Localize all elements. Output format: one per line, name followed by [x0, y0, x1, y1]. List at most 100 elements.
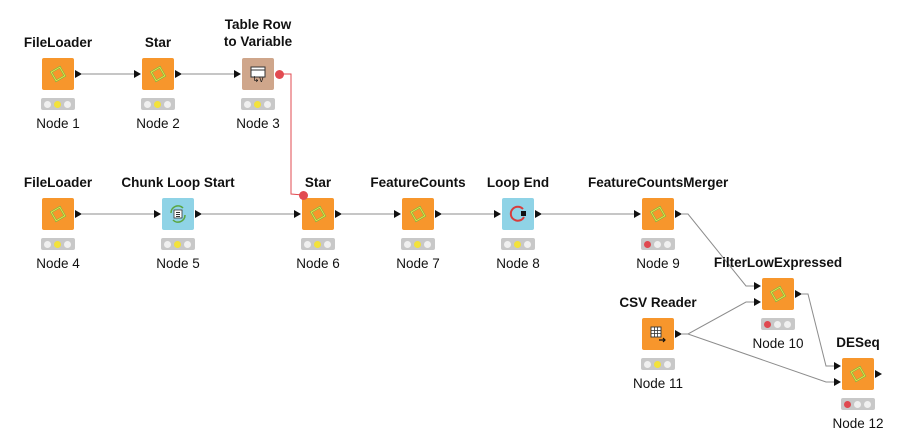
status-yellow-light	[314, 241, 321, 248]
status-yellow-light	[174, 241, 181, 248]
node-label: Node 3	[236, 116, 280, 131]
node-body[interactable]	[642, 198, 674, 230]
output-port[interactable]	[535, 209, 542, 218]
node-body[interactable]	[42, 198, 74, 230]
node-body[interactable]	[762, 278, 794, 310]
node-label: Node 2	[136, 116, 180, 131]
flow-variable-port[interactable]	[298, 190, 308, 200]
node-body[interactable]	[42, 58, 74, 90]
node-title: CSV Reader	[619, 295, 697, 310]
status-traffic-light	[641, 238, 675, 250]
input-port[interactable]	[154, 209, 161, 218]
status-green-light	[864, 401, 871, 408]
output-port[interactable]	[675, 329, 682, 338]
status-green-light	[664, 241, 671, 248]
node-label: Node 5	[156, 256, 200, 271]
status-yellow-light	[414, 241, 421, 248]
node-body[interactable]	[642, 318, 674, 350]
input-port[interactable]	[634, 209, 641, 218]
input-port[interactable]	[834, 377, 841, 386]
status-green-light	[184, 241, 191, 248]
svg-text:↳v: ↳v	[253, 75, 264, 84]
node-body[interactable]	[402, 198, 434, 230]
node-label: Node 10	[752, 336, 804, 351]
node-title: FilterLowExpressed	[713, 255, 843, 270]
status-red-light	[164, 241, 171, 248]
status-yellow-light	[854, 401, 861, 408]
node-title: DESeq	[836, 335, 880, 350]
status-traffic-light	[501, 238, 535, 250]
input-port[interactable]	[134, 69, 141, 78]
output-port[interactable]	[335, 209, 342, 218]
input-port[interactable]	[754, 281, 761, 290]
status-red-light	[244, 101, 251, 108]
node-body[interactable]	[162, 198, 194, 230]
node-title: FileLoader	[23, 35, 93, 50]
input-port[interactable]	[394, 209, 401, 218]
status-green-light	[664, 361, 671, 368]
node-title: Table Row to Variable	[223, 17, 293, 49]
node-body[interactable]: ↳v	[242, 58, 274, 90]
node-title: FeatureCountsMerger	[588, 175, 729, 190]
status-traffic-light	[761, 318, 795, 330]
status-traffic-light	[301, 238, 335, 250]
status-traffic-light	[641, 358, 675, 370]
status-green-light	[324, 241, 331, 248]
node-title: FileLoader	[23, 175, 93, 190]
status-yellow-light	[254, 101, 261, 108]
status-green-light	[64, 101, 71, 108]
status-red-light	[844, 401, 851, 408]
node-label: Node 12	[832, 416, 884, 431]
status-red-light	[44, 101, 51, 108]
status-yellow-light	[654, 361, 661, 368]
output-port[interactable]	[195, 209, 202, 218]
input-port[interactable]	[754, 297, 761, 306]
output-port[interactable]	[75, 69, 82, 78]
status-yellow-light	[654, 241, 661, 248]
status-yellow-light	[154, 101, 161, 108]
node-body[interactable]	[302, 198, 334, 230]
output-port[interactable]	[175, 69, 182, 78]
status-traffic-light	[161, 238, 195, 250]
node-body[interactable]	[502, 198, 534, 230]
output-port[interactable]	[435, 209, 442, 218]
node-label: Node 1	[36, 116, 80, 131]
node-body[interactable]	[142, 58, 174, 90]
input-port[interactable]	[494, 209, 501, 218]
status-yellow-light	[54, 101, 61, 108]
status-green-light	[424, 241, 431, 248]
status-yellow-light	[514, 241, 521, 248]
input-port[interactable]	[234, 69, 241, 78]
output-port[interactable]	[75, 209, 82, 218]
status-traffic-light	[141, 98, 175, 110]
status-green-light	[524, 241, 531, 248]
node-label: Node 11	[632, 376, 684, 391]
flow-variable-port[interactable]	[274, 69, 284, 79]
status-red-light	[504, 241, 511, 248]
input-port[interactable]	[294, 209, 301, 218]
output-port[interactable]	[795, 289, 802, 298]
status-traffic-light	[41, 238, 75, 250]
status-red-light	[44, 241, 51, 248]
status-red-light	[404, 241, 411, 248]
input-port[interactable]	[834, 361, 841, 370]
status-traffic-light	[401, 238, 435, 250]
output-port[interactable]	[875, 369, 882, 378]
output-port[interactable]	[675, 209, 682, 218]
status-green-light	[264, 101, 271, 108]
status-red-light	[304, 241, 311, 248]
node-body[interactable]	[842, 358, 874, 390]
